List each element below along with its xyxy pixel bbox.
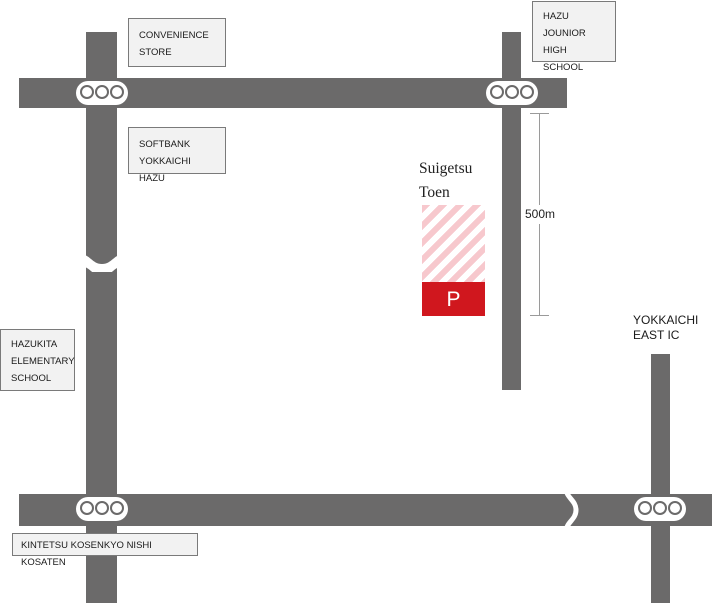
signal-lamp-icon <box>80 501 94 515</box>
destination-name: Suigetsu Toen <box>419 160 473 201</box>
label-softbank-yokkaichi-hazu: SOFTBANK YOKKAICHI HAZU <box>128 127 226 184</box>
signal-lamp-icon <box>110 501 124 515</box>
label-hazukita-elementary-school: HAZUKITA ELEMENTARY SCHOOL <box>0 329 75 391</box>
road-middle-vertical <box>502 32 521 390</box>
scale-bar-tick-top <box>530 113 549 114</box>
road-right-vertical <box>651 354 670 603</box>
traffic-signal-top-right <box>486 81 538 105</box>
traffic-signal-bottom-left <box>76 497 128 521</box>
parking-icon: P <box>422 282 485 316</box>
destination-building <box>422 205 485 283</box>
signal-lamp-icon <box>95 85 109 99</box>
signal-lamp-icon <box>668 501 682 515</box>
traffic-signal-top-left <box>76 81 128 105</box>
road-break-bottom <box>563 488 579 532</box>
traffic-signal-bottom-right <box>634 497 686 521</box>
label-convenience-store: CONVENIENCE STORE <box>128 18 226 67</box>
label-yokkaichi-east-ic: YOKKAICHI EAST IC <box>633 313 699 342</box>
road-break-left <box>80 254 124 272</box>
signal-lamp-icon <box>95 501 109 515</box>
parking-symbol: P <box>446 287 461 311</box>
label-kintetsu-kosenkyo-nishi-kosaten: KINTETSU KOSENKYO NISHI KOSATEN <box>12 533 198 568</box>
signal-lamp-icon <box>110 85 124 99</box>
scale-bar-label: 500m <box>522 205 559 224</box>
scale-bar-tick-bottom <box>530 315 549 316</box>
label-hazu-junior-high-school: HAZU JOUNIOR HIGH SCHOOL <box>532 1 616 73</box>
signal-lamp-icon <box>490 85 504 99</box>
signal-lamp-icon <box>638 501 652 515</box>
signal-lamp-icon <box>80 85 94 99</box>
signal-lamp-icon <box>653 501 667 515</box>
road-bottom-horizontal <box>19 494 712 526</box>
signal-lamp-icon <box>520 85 534 99</box>
signal-lamp-icon <box>505 85 519 99</box>
